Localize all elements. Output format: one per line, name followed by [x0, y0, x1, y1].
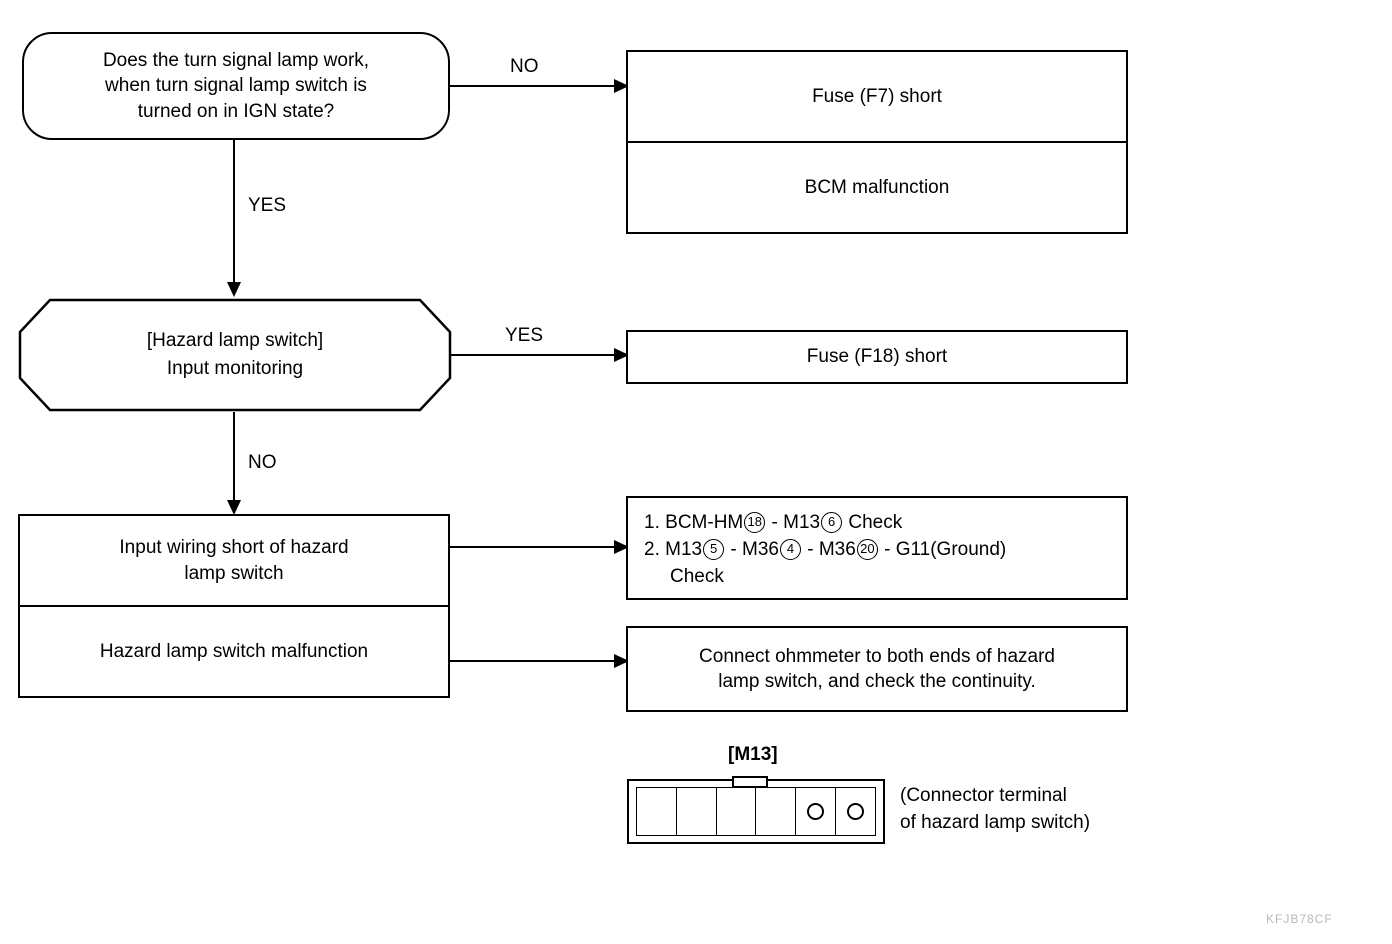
item2-pre: M13	[665, 538, 703, 560]
connector-pin-5	[795, 787, 836, 836]
edge-label-question-no: NO	[510, 56, 539, 77]
item1-number: 1.	[644, 512, 660, 533]
cause-fuse-f7: Fuse (F7) short	[812, 85, 942, 107]
connector-cells	[636, 776, 876, 836]
octagon-shape	[18, 298, 452, 412]
connector-caption-line-2: of hazard lamp switch)	[900, 811, 1091, 833]
question-node: Does the turn signal lamp work, when tur…	[22, 32, 450, 140]
connector-pin-5-dot	[807, 803, 825, 820]
item2-post: - G11(Ground)	[884, 538, 1007, 560]
item2-mid-2: - M36	[807, 538, 856, 560]
circled-number-4: 4	[779, 538, 801, 560]
connector-pin-6	[835, 787, 876, 836]
connector-terminal-m13	[627, 776, 885, 844]
cause-bcm-malfunction: BCM malfunction	[628, 141, 1126, 232]
causes-ign-box: Fuse (F7) short BCM malfunction	[626, 50, 1128, 234]
edge-monitoring-yes	[450, 347, 630, 363]
ohmmeter-check-text: Connect ohmmeter to both ends of hazard …	[628, 628, 1126, 710]
question-node-text: Does the turn signal lamp work, when tur…	[24, 34, 448, 138]
connector-pin-4	[755, 787, 796, 836]
connector-title: [M13]	[728, 744, 778, 765]
circled-number-5: 5	[703, 538, 725, 560]
edge-label-question-yes: YES	[248, 195, 287, 216]
input-monitoring-node: [Hazard lamp switch] Input monitoring	[18, 298, 452, 412]
question-line-2: when turn signal lamp switch is	[105, 75, 367, 97]
connector-caption: (Connector terminal of hazard lamp switc…	[900, 783, 1090, 837]
monitoring-line-2: Input monitoring	[166, 358, 304, 379]
fault-wiring-line-2: lamp switch	[184, 562, 284, 584]
fault-input-wiring-short: Input wiring short of hazard lamp switch	[20, 516, 448, 605]
item2-mid-1: - M36	[730, 538, 779, 560]
edge-label-monitoring-no: NO	[248, 452, 277, 473]
question-line-1: Does the turn signal lamp work,	[102, 50, 370, 72]
wiring-check-item-2-continued: Check	[670, 565, 724, 587]
question-line-3: turned on in IGN state?	[137, 100, 335, 122]
faults-box: Input wiring short of hazard lamp switch…	[18, 514, 450, 698]
item1-post: Check	[848, 512, 903, 533]
connector-caption-line-1: (Connector terminal	[900, 785, 1067, 806]
figure-code-watermark: KFJB78CF	[1266, 912, 1333, 926]
fault-switch-malfunction: Hazard lamp switch malfunction	[20, 605, 448, 696]
cause-fuse-f18: Fuse (F18) short	[806, 346, 948, 368]
connector-pin-6-dot	[847, 803, 865, 820]
circled-number-18: 18	[744, 512, 766, 533]
edge-label-monitoring-yes: YES	[505, 325, 544, 346]
input-monitoring-text: [Hazard lamp switch] Input monitoring	[18, 298, 452, 412]
item1-mid: - M13	[771, 512, 821, 533]
edge-fault-to-ohm-check	[450, 653, 630, 669]
connector-latch-tab	[732, 776, 768, 788]
cause-hazard-box: Fuse (F18) short	[626, 330, 1128, 384]
connector-pin-1	[636, 787, 676, 836]
ohmmeter-check-box: Connect ohmmeter to both ends of hazard …	[626, 626, 1128, 712]
connector-pin-3	[715, 787, 756, 836]
item1-pre: BCM-HM	[665, 512, 744, 533]
monitoring-line-1: [Hazard lamp switch]	[146, 330, 324, 352]
edge-monitoring-no	[225, 412, 243, 516]
circled-number-6: 6	[821, 512, 843, 533]
ohm-line-2: lamp switch, and check the continuity.	[718, 671, 1036, 692]
item2-number: 2.	[644, 538, 660, 560]
connector-pin-2	[675, 787, 716, 836]
circled-number-20: 20	[856, 538, 878, 560]
edge-fault-to-wiring-check	[450, 539, 630, 555]
edge-question-yes	[225, 140, 243, 298]
fault-wiring-line-1: Input wiring short of hazard	[119, 537, 349, 559]
edge-question-no	[450, 78, 630, 94]
ohm-line-1: Connect ohmmeter to both ends of hazard	[699, 645, 1055, 667]
